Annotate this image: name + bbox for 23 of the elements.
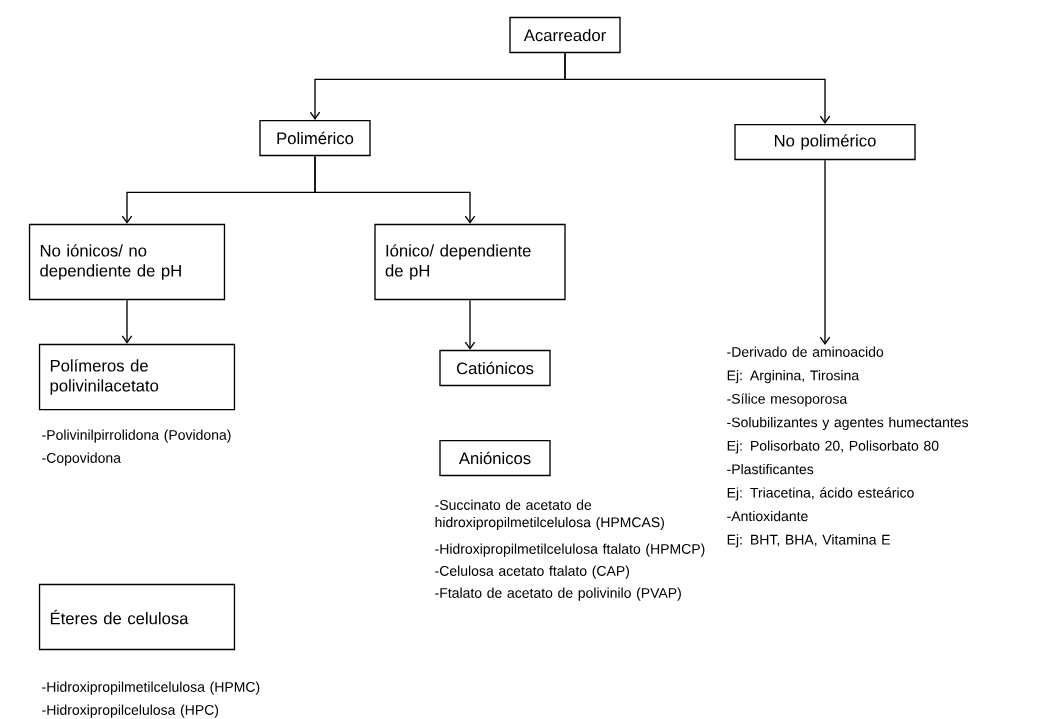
category-box: Aniónicos	[439, 439, 551, 477]
category-box: Éteres de celulosa	[38, 583, 236, 651]
list-item: -Celulosa acetato ftalato (CAP)	[435, 565, 629, 579]
category-box: Iónico/ dependiente de pH	[374, 223, 566, 301]
arrow	[314, 155, 476, 224]
item-list: -Derivado de aminoacido Ej: Arginina, Tirosina -Sílice mesoporosa -Solubilizantes y agentes humectantes Ej: Polisorbato 20, Polisorbato 80 -Plastificantes Ej: Triacetina, ácido esteárico -Antioxidante Ej: BHT, BHA, Vitamina E	[727, 346, 969, 548]
arrow	[819, 159, 831, 345]
arrow	[121, 299, 133, 344]
category-box: Polimérico	[259, 119, 371, 157]
category-box: No iónicos/ no dependiente de pH	[28, 223, 226, 301]
list-item: -Hidroxipropilmetilcelulosa (HPMC)	[42, 681, 260, 695]
list-item: -Copovidona	[42, 452, 121, 466]
list-item: -Hidroxipropilmetilcelulosa ftalato (HPMCP)	[435, 543, 705, 557]
list-item: -Hidroxipropilcelulosa (HPC)	[42, 704, 219, 718]
category-box: Polímeros de polivinilacetato	[38, 343, 236, 411]
category-box: No polimérico	[734, 123, 916, 161]
list-item: -Polivinilpirrolidona (Povidona)	[42, 429, 231, 443]
category-box: Acarreador	[509, 16, 621, 54]
arrow	[564, 52, 831, 124]
list-item: -Ftalato de acetato de polivinilo (PVAP)	[435, 587, 681, 601]
list-item: -Succinato de acetato de hidroxipropilmetilcelulosa (HPMCAS)	[435, 499, 664, 530]
arrow	[464, 299, 476, 350]
category-box: Catiónicos	[439, 349, 551, 387]
